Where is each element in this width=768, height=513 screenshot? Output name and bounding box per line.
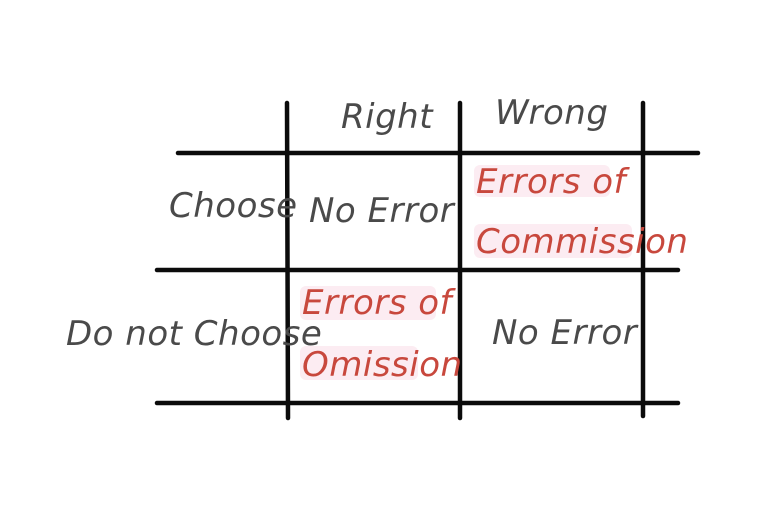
column-header-right: Right [341, 97, 434, 137]
highlight-commission-line2 [474, 224, 632, 258]
cell-notchoose-right-line1: Errors of [302, 283, 457, 323]
highlight-omission-line1 [300, 286, 436, 320]
row-header-do-not-choose: Do not Choose [66, 314, 322, 354]
cell-notchoose-right-line2: Omission [302, 345, 463, 385]
vertical-line-left [284, 100, 291, 421]
cell-notchoose-wrong: No Error [492, 313, 639, 353]
row-header-choose: Choose [169, 186, 298, 226]
highlight-commission-line1 [474, 165, 610, 197]
cell-choose-right: No Error [309, 191, 456, 231]
highlight-omission-line2 [300, 346, 418, 380]
cell-choose-wrong-line1: Errors of [476, 162, 631, 202]
cell-choose-wrong-line2: Commission [476, 222, 688, 262]
column-header-wrong: Wrong [495, 93, 608, 133]
